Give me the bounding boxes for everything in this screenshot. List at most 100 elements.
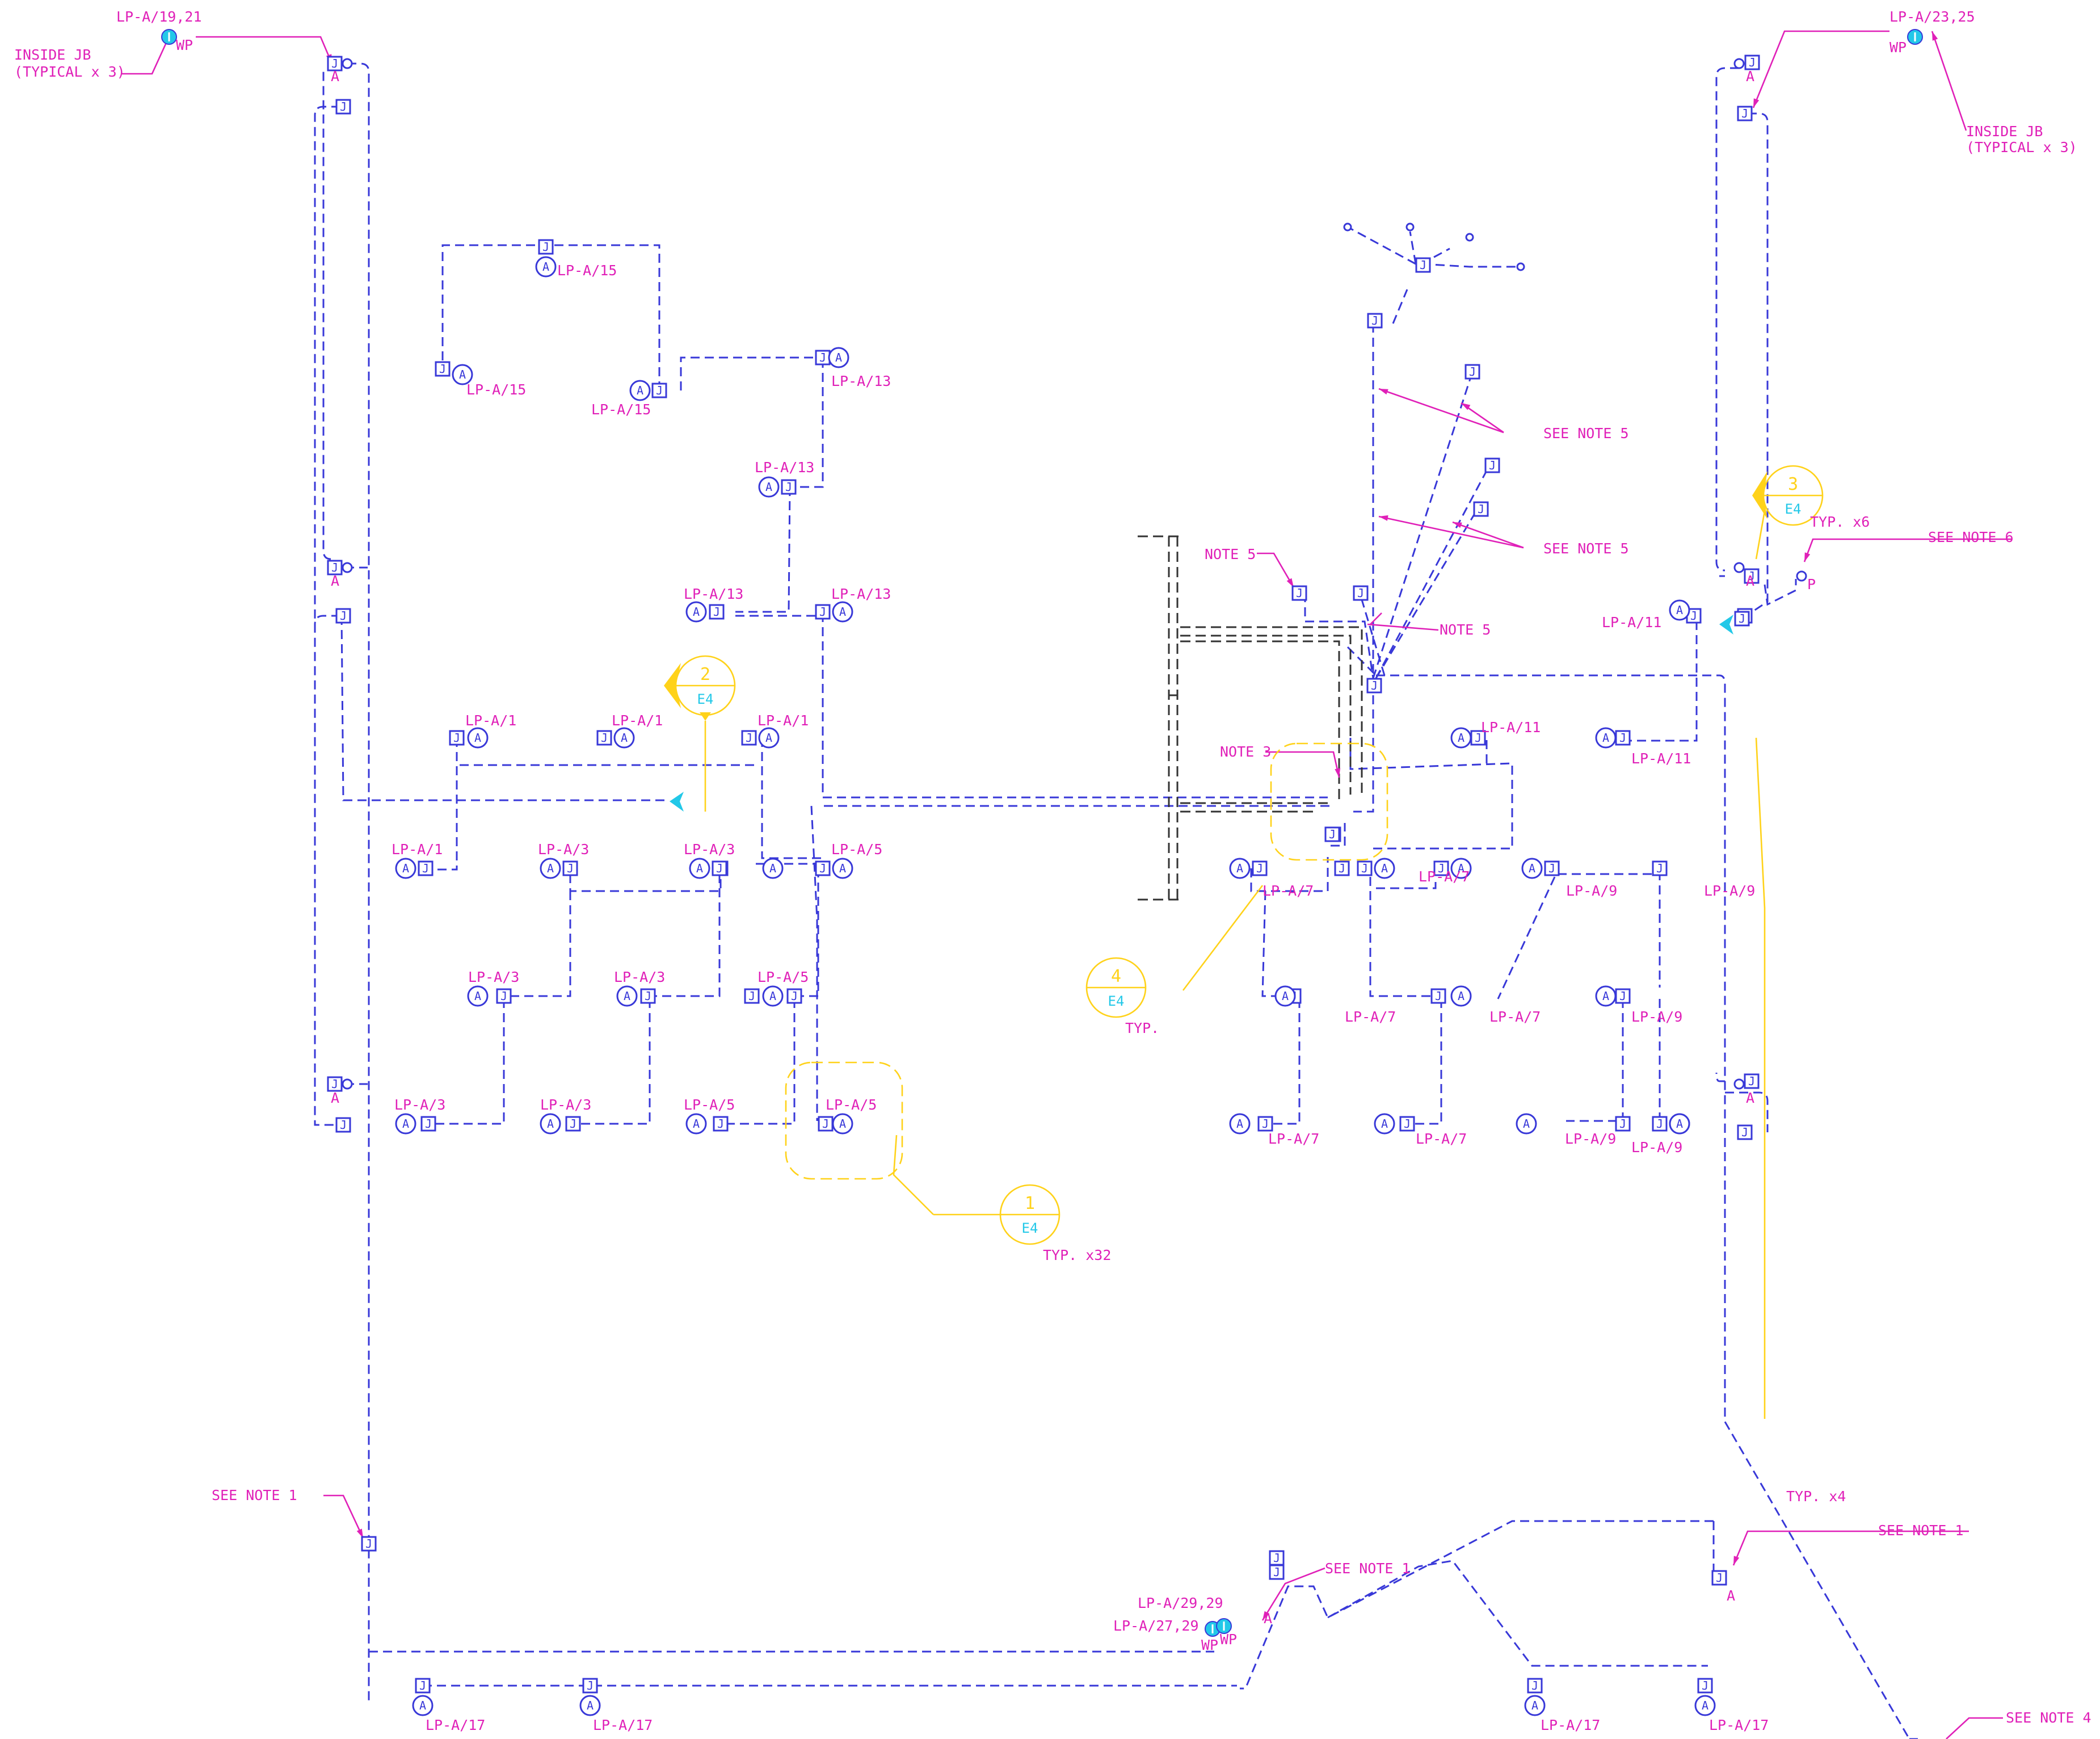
switch-point[interactable] (342, 58, 353, 69)
junction-box[interactable]: J (562, 860, 578, 876)
light-fixture[interactable]: A (1450, 985, 1472, 1007)
weatherproof-receptacle[interactable] (1907, 29, 1923, 45)
switch-point[interactable] (1796, 570, 1807, 582)
junction-box[interactable]: J (361, 1536, 377, 1552)
weatherproof-receptacle[interactable] (1216, 1618, 1232, 1634)
light-fixture[interactable]: A (1450, 858, 1472, 879)
callout-bubble-1[interactable]: 1E4 (999, 1184, 1060, 1245)
light-fixture[interactable]: A (452, 364, 473, 385)
junction-box[interactable]: J (1737, 106, 1753, 121)
weatherproof-receptacle[interactable] (161, 29, 177, 45)
switch-point[interactable] (1733, 58, 1745, 69)
junction-box[interactable]: J (815, 860, 831, 876)
junction-box[interactable]: J (1615, 730, 1631, 746)
light-fixture[interactable]: A (535, 256, 557, 278)
light-fixture[interactable]: A (1595, 727, 1617, 749)
switch-point[interactable] (342, 1078, 353, 1090)
light-fixture[interactable]: A (467, 985, 489, 1007)
switch-point[interactable] (1733, 562, 1745, 573)
junction-box[interactable]: J (415, 1678, 431, 1694)
light-fixture[interactable]: A (689, 858, 710, 879)
light-fixture[interactable]: A (832, 601, 853, 623)
junction-box[interactable]: J (1257, 1116, 1273, 1132)
switch-point[interactable] (342, 562, 353, 573)
junction-box[interactable]: J (1744, 1073, 1760, 1089)
light-fixture[interactable]: A (1229, 858, 1251, 879)
junction-box[interactable]: J (1430, 988, 1446, 1004)
light-fixture[interactable]: A (828, 347, 849, 368)
light-fixture[interactable]: A (1374, 858, 1395, 879)
junction-box[interactable]: J (1470, 730, 1486, 746)
light-fixture[interactable]: A (1516, 1113, 1537, 1135)
junction-box[interactable]: J (327, 1076, 343, 1092)
junction-box[interactable]: J (709, 604, 725, 620)
light-fixture[interactable]: A (685, 1113, 707, 1135)
junction-box[interactable]: J (1744, 54, 1760, 70)
junction-box[interactable]: J (1527, 1678, 1543, 1694)
light-fixture[interactable]: A (762, 858, 784, 879)
junction-box[interactable]: J (1367, 313, 1383, 329)
callout-bubble-2[interactable]: 2E4 (675, 655, 736, 716)
light-fixture[interactable]: A (1524, 1695, 1546, 1716)
junction-box[interactable]: J (327, 56, 343, 72)
junction-box[interactable]: J (1252, 860, 1268, 876)
light-fixture[interactable]: A (1374, 1113, 1395, 1135)
junction-box[interactable]: J (449, 730, 465, 746)
light-fixture[interactable]: A (758, 476, 780, 498)
junction-box[interactable]: J (1697, 1678, 1713, 1694)
junction-box[interactable]: J (1399, 1116, 1415, 1132)
junction-box[interactable]: J (1353, 585, 1369, 601)
junction-box[interactable]: J (712, 860, 727, 876)
junction-box[interactable]: J (651, 383, 667, 398)
light-fixture[interactable]: A (395, 1113, 416, 1135)
light-fixture[interactable]: A (1229, 1113, 1251, 1135)
light-fixture[interactable]: A (1450, 727, 1472, 749)
junction-box[interactable]: J (1615, 988, 1631, 1004)
light-fixture[interactable]: A (1521, 858, 1543, 879)
junction-box[interactable]: J (815, 350, 831, 366)
callout-bubble-4[interactable]: 4E4 (1085, 957, 1147, 1018)
junction-box[interactable]: J (1415, 257, 1431, 273)
junction-box[interactable]: J (1433, 860, 1449, 876)
junction-box[interactable]: J (335, 608, 351, 624)
light-fixture[interactable]: A (616, 985, 638, 1007)
switch-point[interactable] (1733, 1078, 1745, 1090)
light-fixture[interactable]: A (762, 985, 784, 1007)
light-fixture[interactable]: A (832, 1113, 853, 1135)
junction-box[interactable]: J (786, 988, 802, 1004)
junction-box[interactable]: J (1615, 1116, 1631, 1132)
junction-box[interactable]: J (496, 988, 512, 1004)
junction-box[interactable]: J (1473, 501, 1489, 517)
junction-box[interactable]: J (565, 1116, 581, 1132)
light-fixture[interactable]: A (540, 858, 561, 879)
junction-box[interactable]: J (335, 99, 351, 115)
junction-box[interactable]: J (640, 988, 656, 1004)
junction-box[interactable]: J (1269, 1564, 1285, 1580)
junction-box[interactable]: J (1711, 1570, 1727, 1586)
junction-box[interactable]: J (741, 730, 757, 746)
light-fixture[interactable]: A (540, 1113, 561, 1135)
junction-box[interactable]: J (327, 560, 343, 576)
light-fixture[interactable]: A (758, 727, 780, 749)
light-fixture[interactable]: A (412, 1695, 434, 1716)
light-fixture[interactable]: A (395, 858, 416, 879)
junction-box[interactable]: J (335, 1117, 351, 1133)
light-fixture[interactable]: A (832, 858, 853, 879)
junction-box[interactable]: J (1334, 860, 1350, 876)
junction-box[interactable]: J (818, 1116, 834, 1132)
junction-box[interactable]: J (1464, 364, 1480, 380)
sensor-head[interactable] (1516, 262, 1525, 271)
junction-box[interactable]: J (1324, 826, 1340, 842)
light-fixture[interactable]: A (1274, 985, 1296, 1007)
junction-box[interactable]: J (1734, 611, 1750, 627)
junction-box[interactable]: J (1291, 585, 1307, 601)
junction-box[interactable]: J (781, 479, 797, 495)
sensor-head[interactable] (1405, 222, 1415, 232)
junction-box[interactable]: J (713, 1116, 729, 1132)
light-fixture[interactable]: A (579, 1695, 601, 1716)
sensor-head[interactable] (1465, 233, 1474, 242)
junction-box[interactable]: J (420, 1116, 436, 1132)
junction-box[interactable]: J (815, 604, 831, 620)
light-fixture[interactable]: A (467, 727, 489, 749)
junction-box[interactable]: J (538, 239, 554, 255)
